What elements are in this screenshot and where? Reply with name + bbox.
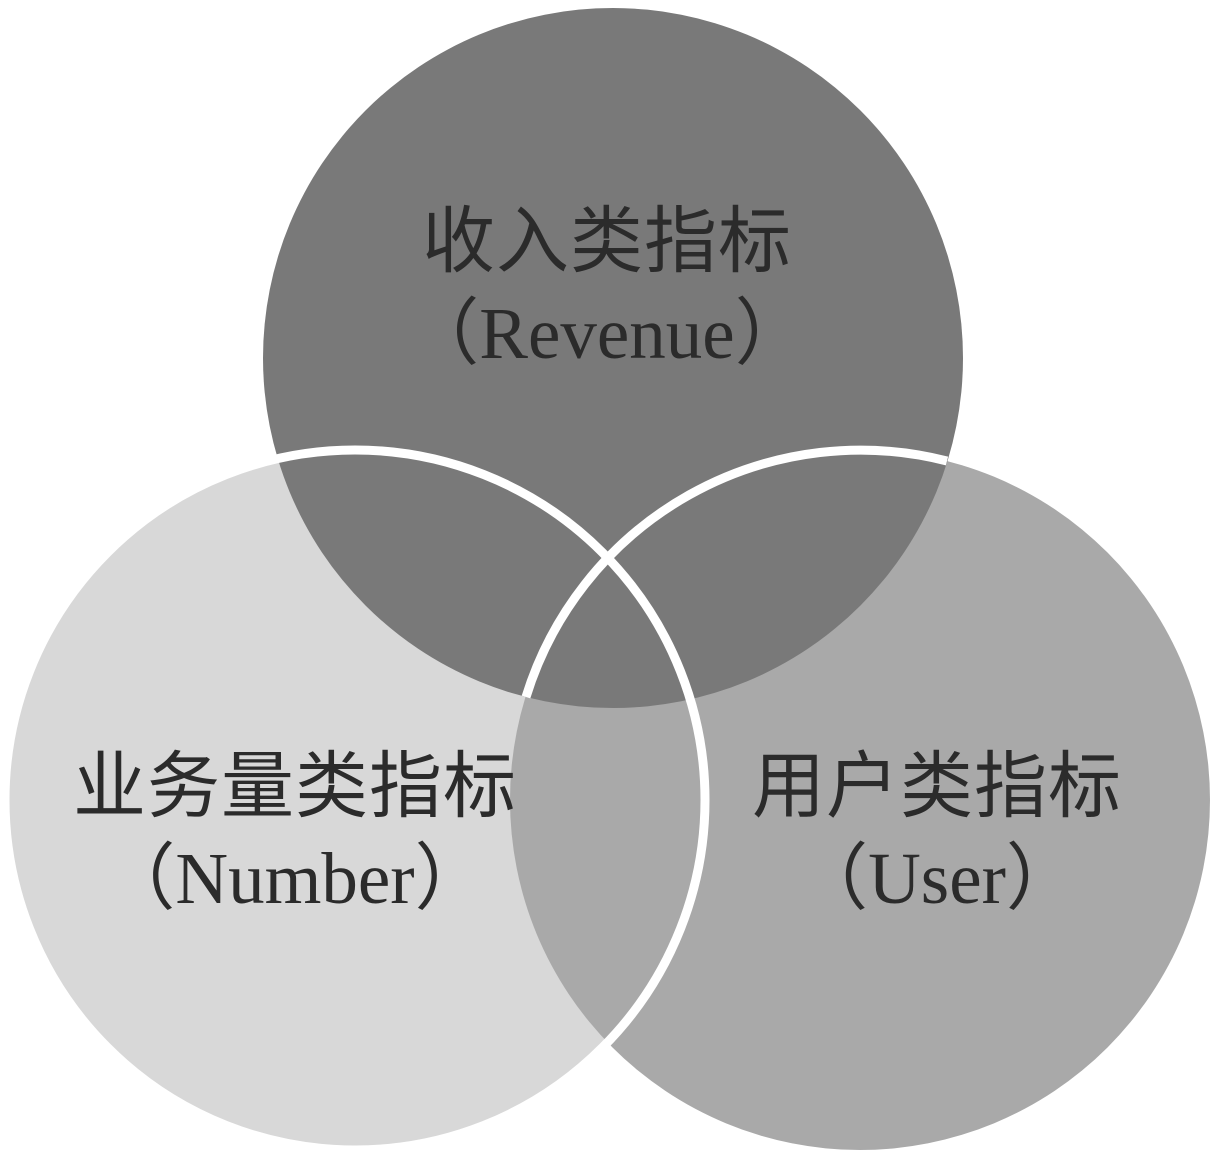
user-circle-outline-arc xyxy=(521,445,949,699)
revenue-circle xyxy=(263,8,963,708)
number-circle-outline xyxy=(0,445,710,1150)
